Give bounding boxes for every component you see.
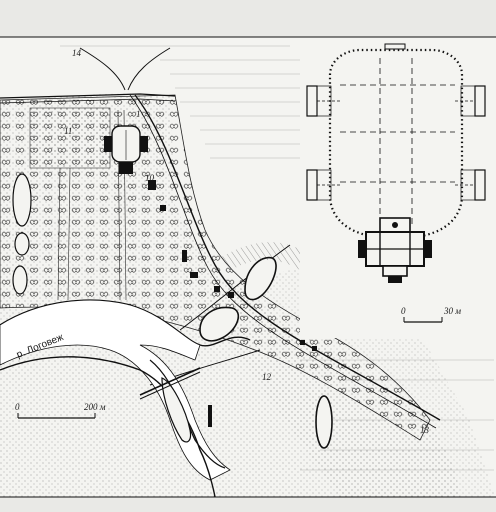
detail-plan: [306, 43, 486, 283]
detail-plan-panel: [300, 38, 496, 338]
manor-house-site: [104, 125, 148, 174]
garden-grid: [29, 107, 111, 169]
road-northeast: [127, 47, 171, 91]
road-north: [79, 47, 126, 91]
slope-hatching: [220, 242, 310, 272]
manor-house-plan: [358, 217, 432, 283]
label-1: 1: [136, 109, 141, 119]
bridge: [139, 367, 201, 396]
pond-west-3: [12, 265, 28, 295]
label-14: 14: [72, 48, 82, 58]
dotted-oval-ring: [328, 48, 464, 240]
scale-plan-value: 30 м: [443, 306, 461, 316]
scale-bar-plan: [403, 317, 443, 323]
bridge-edge: [139, 371, 201, 400]
pond-east-upper: [244, 256, 277, 301]
road-west-edge: [0, 98, 176, 104]
scale-plan-zero: 0: [401, 306, 406, 316]
river-island: [161, 377, 192, 443]
river-meander: [149, 359, 226, 469]
scale-site-value: 200 м: [84, 402, 106, 412]
pond-east-lower: [199, 306, 240, 342]
river-water: [0, 299, 231, 481]
label-10: 10: [145, 173, 155, 183]
main-avenue: [134, 94, 441, 421]
outbuildings: [148, 180, 317, 351]
main-avenue-edge: [129, 94, 437, 429]
pond-oval-south: [315, 395, 333, 449]
dam: [208, 405, 212, 427]
label-11: 11: [64, 126, 72, 136]
scale-bar-site: [17, 413, 96, 419]
label-12: 12: [262, 372, 272, 382]
label-13: 13: [420, 425, 430, 435]
pond-west-2: [14, 232, 30, 256]
pond-west-1: [12, 173, 32, 227]
scale-site-zero: 0: [15, 402, 20, 412]
road-west: [0, 93, 176, 99]
allee-rows: [57, 109, 127, 301]
